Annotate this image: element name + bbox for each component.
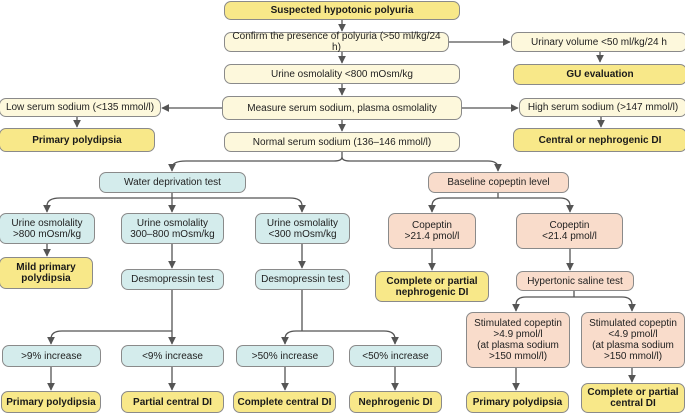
node-increase-gt50: >50% increase bbox=[236, 345, 334, 367]
branch-desmo1-left bbox=[47, 330, 172, 345]
node-urine-osmolality-800: Urine osmolality <800 mOsm/kg bbox=[224, 64, 460, 84]
node-outcome-complete-central-di: Complete central DI bbox=[233, 391, 336, 413]
node-primary-polydipsia-top: Primary polydipsia bbox=[0, 128, 155, 152]
branch-hyper-right bbox=[574, 296, 636, 312]
node-outcome-primary-polydipsia: Primary polydipsia bbox=[1, 391, 101, 413]
node-baseline-copeptin: Baseline copeptin level bbox=[428, 172, 569, 193]
node-increase-lt9: <9% increase bbox=[121, 345, 224, 367]
branch-to-copeptin bbox=[341, 156, 502, 172]
node-outcome-partial-central-di: Partial central DI bbox=[121, 391, 224, 413]
node-confirm-polyuria: Confirm the presence of polyuria (>50 ml… bbox=[224, 31, 449, 53]
node-urine-osm-mid: Urine osmolality 300–800 mOsm/kg bbox=[121, 213, 224, 244]
node-stimulated-copeptin-low: Stimulated copeptin <4.9 pmol/l (at plas… bbox=[581, 312, 685, 368]
node-normal-serum-sodium: Normal serum sodium (136–146 mmol/l) bbox=[224, 132, 460, 152]
branch-water-left bbox=[43, 197, 172, 213]
node-measure-sodium: Measure serum sodium, plasma osmolality bbox=[222, 96, 462, 120]
node-outcome-primary-polydipsia-2: Primary polydipsia bbox=[466, 391, 569, 413]
node-hypertonic-saline-test: Hypertonic saline test bbox=[516, 271, 634, 291]
node-low-serum-sodium: Low serum sodium (<135 mmol/l) bbox=[0, 98, 161, 117]
node-outcome-complete-partial-central-di: Complete or partial central DI bbox=[581, 383, 685, 413]
branch-hyper-left bbox=[512, 296, 574, 312]
node-mild-primary-polydipsia: Mild primary polydipsia bbox=[0, 257, 93, 289]
node-increase-gt9: >9% increase bbox=[2, 345, 101, 367]
node-copeptin-high: Copeptin >21.4 pmol/l bbox=[388, 213, 476, 249]
node-urine-osm-high: Urine osmolality >800 mOsm/kg bbox=[0, 213, 95, 244]
node-urine-osm-low: Urine osmolality <300 mOsm/kg bbox=[255, 213, 350, 244]
node-suspected-polyuria: Suspected hypotonic polyuria bbox=[224, 1, 460, 20]
node-water-deprivation-test: Water deprivation test bbox=[99, 172, 246, 193]
node-urinary-volume-low: Urinary volume <50 ml/kg/24 h bbox=[511, 32, 685, 52]
branch-desmo2-left bbox=[281, 330, 302, 345]
branch-copeptin-right bbox=[498, 197, 574, 213]
branch-water-right bbox=[172, 197, 306, 213]
node-gu-evaluation: GU evaluation bbox=[513, 64, 685, 85]
node-high-serum-sodium: High serum sodium (>147 mmol/l) bbox=[519, 98, 685, 117]
branch-copeptin-left bbox=[428, 197, 498, 213]
node-stimulated-copeptin-high: Stimulated copeptin >4.9 pmol/l (at plas… bbox=[466, 312, 570, 368]
branch-desmo2-right bbox=[302, 330, 399, 345]
node-copeptin-low: Copeptin <21.4 pmol/l bbox=[516, 213, 623, 249]
node-increase-lt50: <50% increase bbox=[349, 345, 442, 367]
node-central-or-nephrogenic: Central or nephrogenic DI bbox=[513, 128, 685, 152]
node-desmopressin-test-2: Desmopressin test bbox=[255, 269, 350, 290]
node-desmopressin-test-1: Desmopressin test bbox=[121, 269, 224, 290]
branch-to-water bbox=[168, 156, 343, 172]
node-outcome-nephrogenic-di: Nephrogenic DI bbox=[349, 391, 442, 413]
node-complete-partial-nephrogenic: Complete or partial nephrogenic DI bbox=[375, 271, 489, 302]
